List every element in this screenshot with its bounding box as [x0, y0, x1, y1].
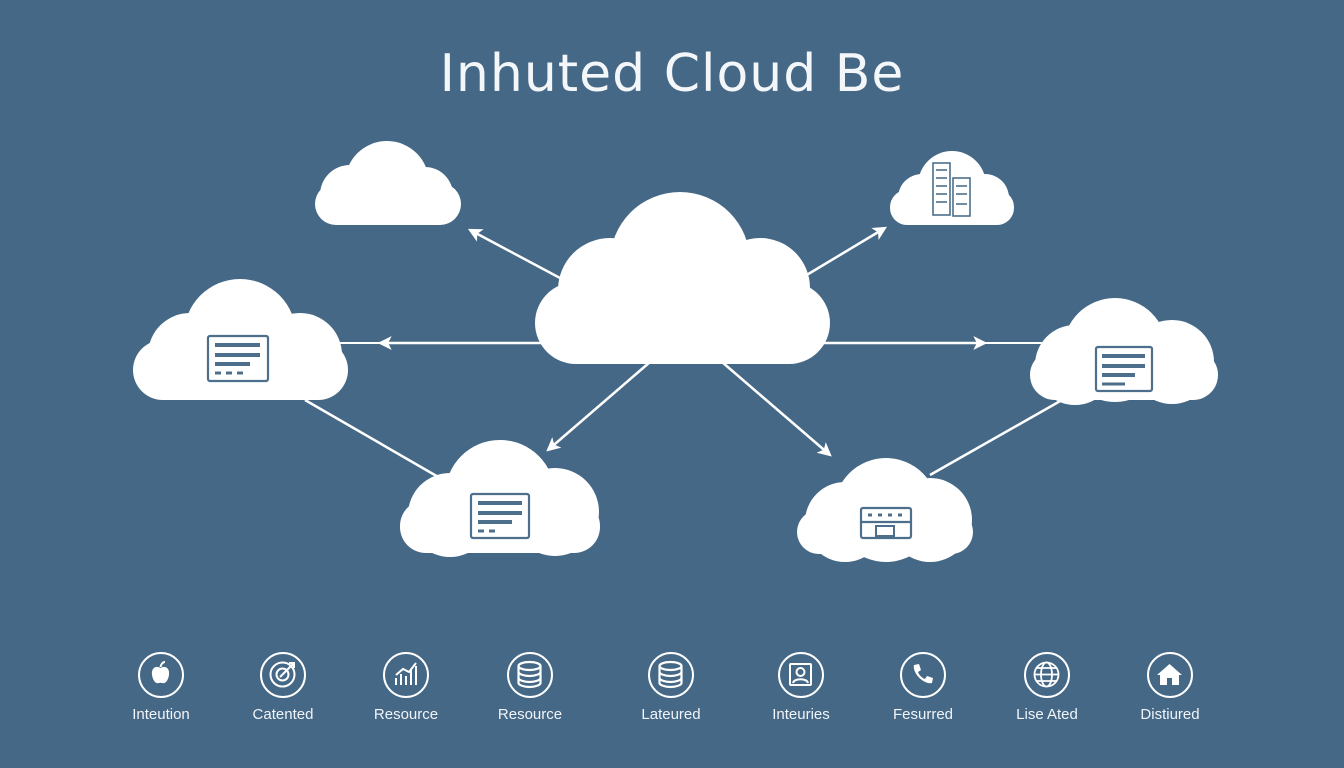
feature-item[interactable]: Inteution: [101, 648, 221, 723]
feature-label: Inteution: [132, 706, 190, 723]
feature-item[interactable]: Resource: [470, 648, 590, 723]
connector-mid-left-bottom-left: [304, 398, 441, 480]
connector-mid-right-bottom-right: [929, 398, 1063, 477]
feature-item[interactable]: Fesurred: [863, 648, 983, 723]
user-badge-icon: [778, 652, 824, 698]
feature-item[interactable]: Lateured: [611, 648, 731, 723]
globe-icon: [1024, 652, 1070, 698]
server-rack-icon: [932, 162, 971, 217]
feature-item[interactable]: Lise Ated: [987, 648, 1107, 723]
feature-icon-row: Inteution Catented Resource: [0, 648, 1344, 738]
feature-label: Distiured: [1140, 706, 1200, 723]
connector-center-bottom-right: [721, 361, 832, 457]
apple-icon: [138, 652, 184, 698]
feature-label: Lateured: [641, 706, 701, 723]
connector-center-bottom-left: [546, 361, 651, 452]
feature-label: Resource: [373, 706, 439, 723]
connector-center-top-left: [467, 228, 561, 280]
database-icon: [507, 652, 553, 698]
target-arrow-icon: [260, 652, 306, 698]
feature-item[interactable]: Resource: [346, 648, 466, 723]
feature-label: Resource: [497, 706, 563, 723]
server-panel-icon: [206, 334, 270, 383]
connector-center-top-right: [804, 226, 888, 278]
server-panel-icon: [1094, 345, 1154, 393]
server-panel-icon: [469, 492, 531, 540]
cloud-top-left: [315, 141, 461, 225]
feature-label: Fesurred: [892, 706, 954, 723]
feature-label: Lise Ated: [1016, 706, 1078, 723]
home-icon: [1147, 652, 1193, 698]
feature-item[interactable]: Distiured: [1110, 648, 1230, 723]
diagram-title: Inhuted Cloud Be: [439, 44, 905, 104]
database-icon: [648, 652, 694, 698]
feature-item[interactable]: Catented: [223, 648, 343, 723]
cloud-mid-right: [1030, 298, 1218, 405]
cloud-top-right: [890, 151, 1014, 225]
feature-item[interactable]: Inteuries: [741, 648, 861, 723]
cloud-bottom-left: [400, 440, 600, 557]
connectors: [304, 226, 1063, 480]
feature-label: Inteuries: [772, 706, 830, 723]
cloud-bottom-right: [797, 458, 973, 562]
network-device-icon: [859, 506, 913, 540]
bar-chart-icon: [383, 652, 429, 698]
feature-label: Catented: [252, 706, 314, 723]
phone-icon: [900, 652, 946, 698]
cloud-center: [535, 192, 830, 364]
